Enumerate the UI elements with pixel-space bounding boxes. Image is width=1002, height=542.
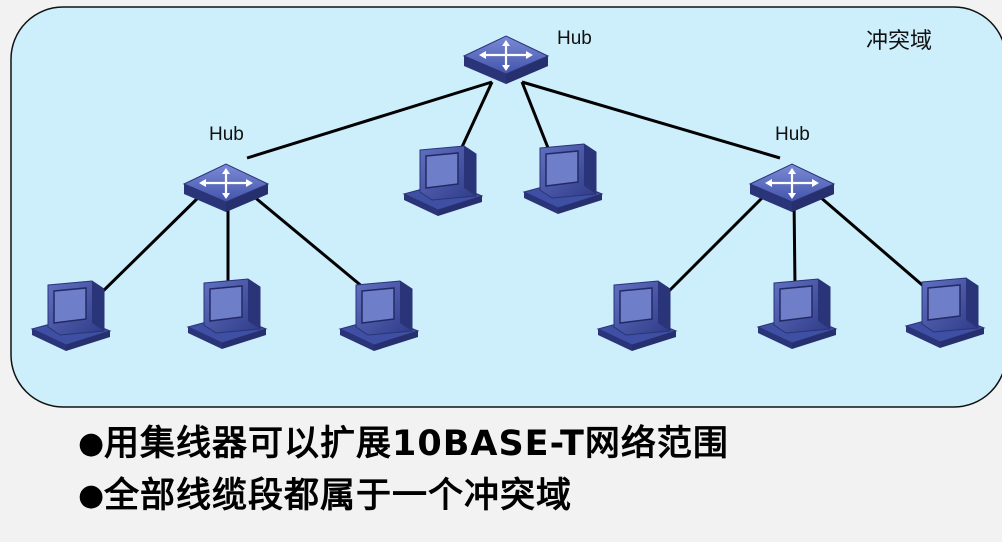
link-10: [811, 188, 929, 292]
bullet-item-1: ●用集线器可以扩展10BASE-T网络范围: [78, 418, 729, 470]
computer-1: [30, 280, 112, 351]
bullet-symbol: ●: [78, 426, 106, 461]
hub-right: [748, 163, 836, 212]
link-8: [660, 188, 772, 300]
collision-domain-label: 冲突域: [866, 28, 932, 53]
link-5: [94, 188, 208, 300]
computer-3: [338, 280, 420, 351]
computer-5: [522, 143, 604, 214]
hub-left-label: Hub: [209, 124, 244, 145]
bullet-text-1: 用集线器可以扩展10BASE-T网络范围: [104, 424, 729, 464]
computer-6: [596, 280, 678, 351]
bullet-list: ●用集线器可以扩展10BASE-T网络范围 ●全部线缆段都属于一个冲突域: [78, 418, 729, 522]
link-7: [245, 188, 365, 290]
computer-8: [904, 277, 986, 348]
bullet-symbol: ●: [78, 478, 106, 513]
link-2: [521, 80, 781, 160]
computers-group: [30, 143, 986, 351]
computer-2: [186, 278, 268, 349]
link-4: [520, 81, 554, 159]
link-1: [246, 80, 493, 160]
bullet-text-2: 全部线缆段都属于一个冲突域: [104, 476, 573, 516]
hub-root: [462, 35, 550, 84]
hub-root-label: Hub: [557, 28, 592, 49]
computer-7: [756, 278, 838, 349]
hub-right-label: Hub: [775, 124, 810, 145]
hub-left: [182, 163, 270, 212]
bullet-item-2: ●全部线缆段都属于一个冲突域: [78, 470, 729, 522]
computer-4: [402, 145, 484, 216]
link-9: [792, 197, 797, 287]
network-diagram: 冲突域 Hub Hub Hub: [10, 6, 1002, 408]
